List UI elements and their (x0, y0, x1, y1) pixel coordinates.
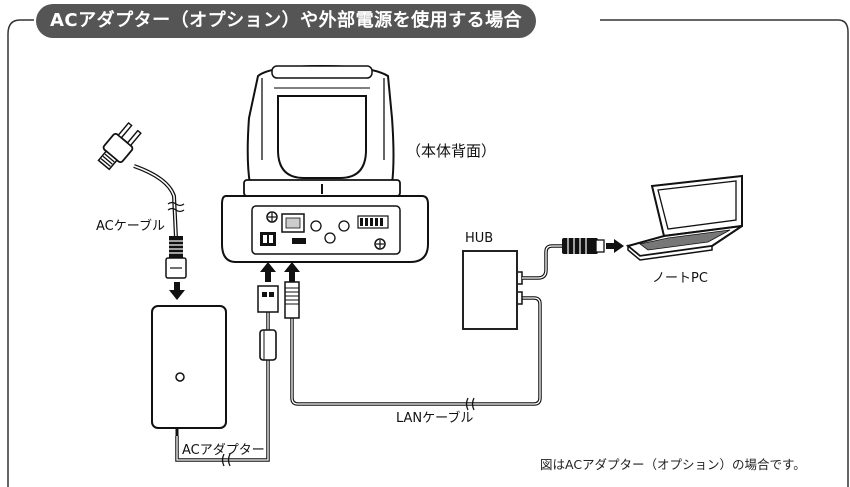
label-ac-cable: ACケーブル (96, 219, 165, 234)
hub-icon (462, 250, 518, 330)
arrow-icon (260, 262, 276, 282)
break-mark (221, 453, 231, 467)
frame-border (7, 19, 849, 487)
label-camera-rear: （本体背面） (406, 142, 497, 160)
break-mark (167, 201, 185, 213)
ac-adapter-icon (151, 305, 227, 438)
label-hub: HUB (465, 231, 494, 246)
page-title: ACアダプター（オプション）や外部電源を使用する場合 (36, 4, 537, 38)
label-notebook-pc: ノートPC (652, 271, 708, 286)
label-ac-adapter: ACアダプター (182, 443, 265, 458)
ferrite-core (259, 329, 277, 361)
ac-cable-connector (165, 236, 187, 279)
arrow-icon (284, 262, 300, 282)
plug-icon (97, 121, 142, 171)
footnote: 図はACアダプター（オプション）の場合です。 (540, 457, 806, 472)
arrow-icon (169, 282, 185, 300)
pc-cable-connector (562, 238, 605, 254)
pc-cable-line (522, 244, 562, 280)
arrow-icon (606, 239, 624, 253)
dc-terminal-plug (257, 285, 279, 313)
label-lan-cable: LANケーブル (396, 411, 474, 426)
lan-connector-camera (284, 281, 300, 319)
laptop-icon (625, 174, 743, 261)
camera-icon (221, 64, 429, 263)
break-mark (465, 397, 475, 411)
